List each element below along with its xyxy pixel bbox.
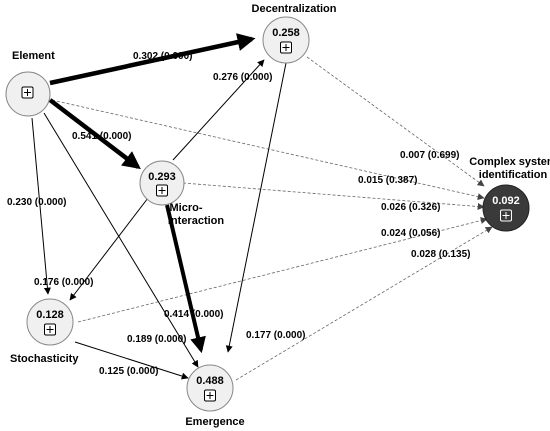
node-emergence-value: 0.488 [196, 375, 224, 387]
edges-thick [48, 33, 256, 354]
node-decentralization-value: 0.258 [272, 27, 300, 39]
node-csi-label-line2: identification [479, 169, 548, 181]
label-element-stochasticity: 0.230 (0.000) [7, 197, 67, 208]
plus-box-icon [21, 86, 34, 99]
edge-labels: 0.302 (0.000) 0.276 (0.000) 0.541 (0.000… [7, 51, 471, 377]
node-emergence-circle [186, 364, 234, 412]
plus-box-icon [44, 323, 56, 336]
label-decentralization-csi: 0.007 (0.699) [400, 150, 460, 161]
node-micro-label-line1: Micro- [170, 202, 203, 214]
node-decentralization[interactable]: 0.258 Decentralization [252, 3, 337, 64]
node-micro-interaction[interactable]: 0.293 Micro- Interaction [139, 160, 225, 227]
label-micro-csi: 0.026 (0.326) [381, 202, 441, 213]
edge-element-csi [51, 99, 485, 201]
label-element-micro: 0.541 (0.000) [72, 131, 132, 142]
edge-stochasticity-csi [77, 217, 488, 323]
label-stochasticity-emergence: 0.125 (0.000) [99, 366, 159, 377]
node-decentralization-circle [262, 16, 310, 64]
edge-element-decentralization [49, 33, 256, 86]
node-micro-value: 0.293 [148, 171, 176, 183]
label-stochasticity-csi: 0.024 (0.056) [381, 228, 441, 239]
edge-micro-decentralization [172, 59, 265, 161]
node-csi-label-line1: Complex system [469, 156, 550, 168]
label-element-decentralization: 0.302 (0.000) [133, 51, 193, 62]
edge-micro-csi [182, 182, 485, 210]
plus-box-icon [156, 184, 168, 197]
node-complex-system-identification[interactable]: 0.092 Complex system identification [469, 156, 550, 232]
edge-micro-stochasticity [69, 197, 149, 301]
edge-decentralization-emergence [225, 62, 287, 353]
node-stochasticity[interactable]: 0.128 Stochasticity [10, 298, 79, 365]
node-stochasticity-circle [26, 298, 74, 346]
label-micro-stochasticity: 0.176 (0.000) [34, 277, 94, 288]
edge-micro-emergence [165, 204, 206, 354]
node-micro-circle [139, 160, 185, 206]
label-decentralization-emergence: 0.177 (0.000) [246, 330, 306, 341]
edge-stochasticity-emergence [74, 341, 189, 380]
node-csi-circle [482, 184, 530, 232]
edges-thin [31, 59, 287, 380]
label-micro-decentralization: 0.276 (0.000) [213, 72, 273, 83]
node-stochasticity-value: 0.128 [36, 309, 64, 321]
edge-element-stochasticity [31, 117, 51, 295]
edge-decentralization-csi [306, 56, 485, 187]
node-stochasticity-label: Stochasticity [10, 353, 79, 365]
edge-element-micro [48, 98, 141, 170]
node-decentralization-label: Decentralization [252, 3, 337, 15]
node-element[interactable]: Element [5, 50, 55, 117]
plus-box-icon [204, 389, 216, 402]
node-emergence-label: Emergence [185, 416, 244, 428]
label-element-csi: 0.015 (0.387) [358, 175, 418, 186]
plus-box-icon [280, 41, 292, 54]
plus-box-icon [500, 209, 512, 222]
edges-dashed [51, 56, 493, 381]
node-csi-value: 0.092 [492, 195, 520, 207]
node-micro-label-line2: Interaction [168, 215, 225, 227]
node-emergence[interactable]: 0.488 Emergence [185, 364, 245, 428]
label-micro-emergence: 0.414 (0.000) [164, 309, 224, 320]
label-emergence-csi: 0.028 (0.135) [411, 249, 471, 260]
node-element-label: Element [12, 50, 55, 62]
label-element-emergence: 0.189 (0.000) [127, 334, 187, 345]
edge-element-emergence [43, 112, 199, 368]
